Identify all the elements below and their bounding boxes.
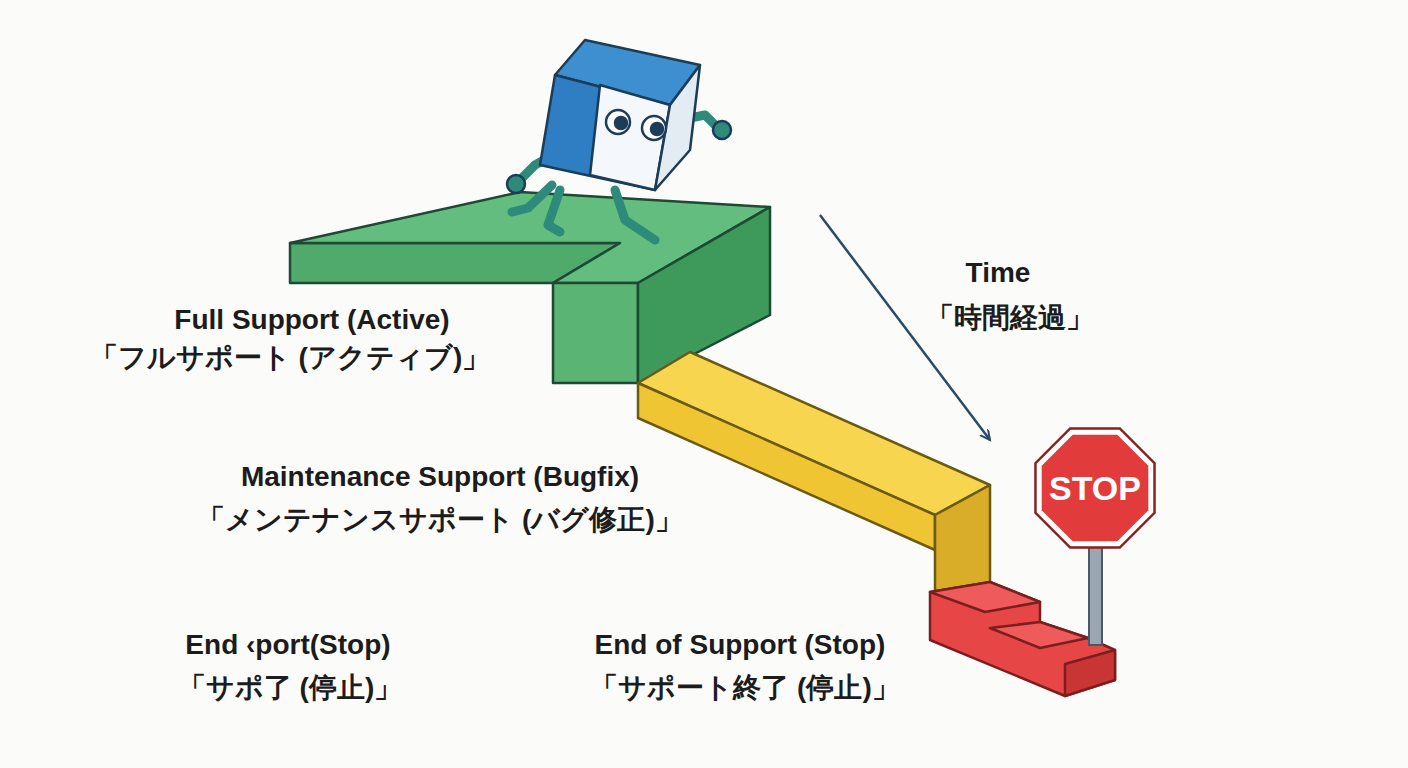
sign-pole — [1089, 540, 1102, 645]
caption-label: End of Support (Stop) — [595, 629, 886, 661]
red-step — [930, 582, 1115, 696]
cube-character — [507, 40, 731, 240]
caption-label: Time — [966, 257, 1031, 289]
stop-sign: STOP — [1033, 426, 1157, 550]
caption-label: 「フルサポート (アクティブ)」 — [90, 339, 490, 377]
caption-label: Maintenance Support (Bugfix) — [241, 461, 639, 493]
yellow-step — [638, 352, 990, 592]
caption-label: 「時間経過」 — [926, 299, 1094, 337]
sign-text: STOP — [1049, 469, 1141, 508]
caption-label: 「サポ了 (停止)」 — [178, 669, 402, 707]
caption-label: 「サポート終了 (停止)」 — [590, 669, 899, 707]
caption-label: Full Support (Active) — [174, 304, 449, 336]
caption-label: 「メンテナンスサポート (バグ修正)」 — [197, 501, 682, 539]
caption-label: End ‹port(Stop) — [185, 629, 390, 661]
